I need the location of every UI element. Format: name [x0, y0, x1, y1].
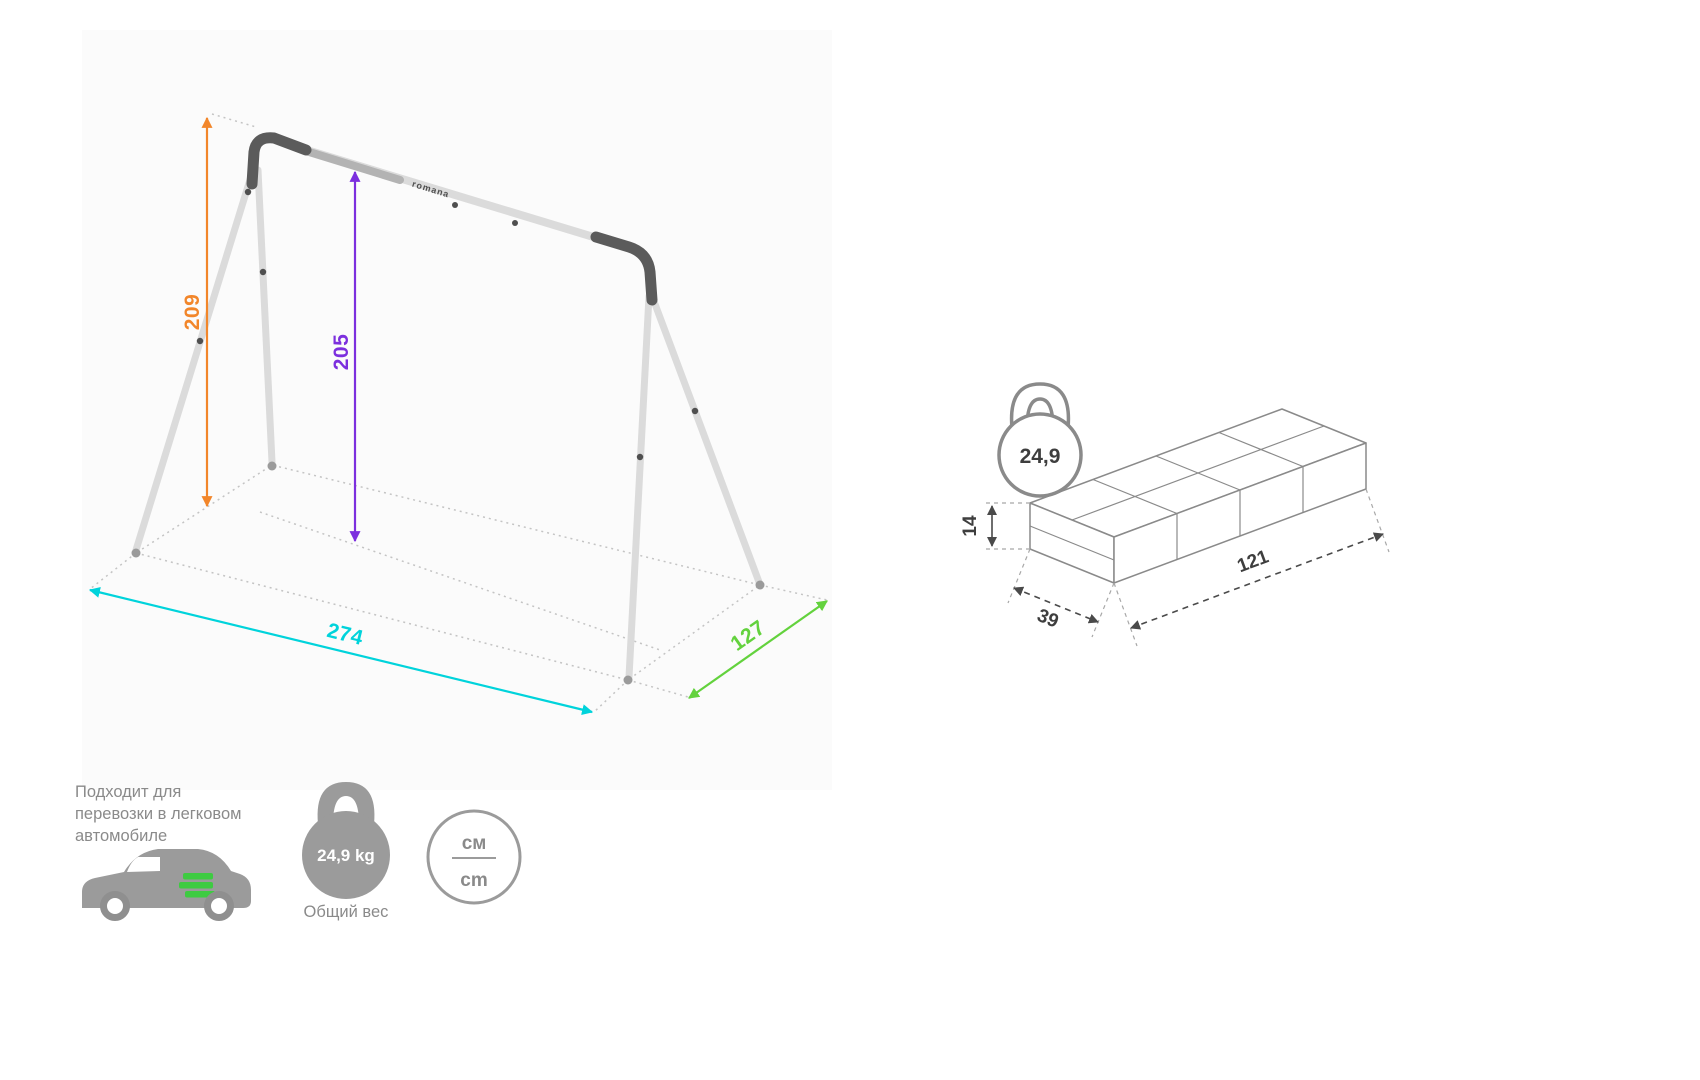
foot-right-rear: [755, 580, 765, 590]
transport-note: Подходит для перевозки в легковом автомо…: [75, 783, 241, 845]
units-ru: см: [462, 833, 487, 854]
package-height-label: 14: [960, 515, 981, 537]
bolt: [636, 453, 644, 461]
end-mid-division: [1029, 525, 1115, 561]
car-cargo-boxes: [179, 873, 215, 898]
bolt: [196, 337, 204, 345]
dimension-height-total: 209: [181, 116, 213, 508]
frame-top-bar-dark-segment: [302, 147, 404, 184]
package-extension-lines: [984, 488, 1390, 647]
units-en: cm: [460, 870, 487, 891]
package-width-label: 39: [1034, 605, 1061, 632]
foot-right-front: [623, 675, 633, 685]
ground-centerline: [259, 511, 661, 651]
ext-length-near: [1113, 582, 1138, 647]
car-icon: [82, 849, 251, 921]
package-diagram: 121 39 14 24,9: [960, 382, 1390, 647]
package-dimension-lines: [987, 505, 1384, 630]
frame-leg-right-rear: [648, 292, 763, 586]
kettlebell-body-icon: [302, 811, 390, 899]
transport-note-line-3: автомобиле: [75, 827, 167, 845]
frame-corner-left: [246, 132, 312, 190]
extension-left-front: [89, 552, 137, 590]
car-wheel-rear: [204, 891, 234, 921]
frame-feet: [131, 461, 765, 685]
package-length-line: [1130, 532, 1384, 630]
swing-hook-1: [452, 202, 458, 208]
total-weight-caption: Общий вес: [304, 903, 389, 921]
foot-left-rear: [267, 461, 277, 471]
package-width-line: [1013, 586, 1099, 624]
total-weight-kettlebell: 24,9 kg Общий вес: [302, 782, 390, 921]
ext-length-far: [1365, 488, 1390, 553]
package-weight-value: 24,9: [1020, 445, 1061, 468]
swing-hook-2: [512, 220, 518, 226]
ext-width-near: [1007, 548, 1031, 604]
frame-bolts: [196, 188, 699, 461]
package-weight-kettlebell: 24,9: [997, 382, 1083, 498]
bolt: [244, 188, 252, 196]
kettlebell-body-icon: [997, 412, 1083, 498]
bolt: [259, 268, 267, 276]
foot-left-front: [131, 548, 141, 558]
extension-right-front: [593, 679, 629, 713]
car-window: [127, 857, 160, 872]
cargo-box: [183, 873, 213, 880]
frame-leg-left-front: [132, 166, 257, 554]
frame-leg-right-front: [625, 292, 653, 681]
car-wheel-front: [100, 891, 130, 921]
cargo-box: [179, 882, 213, 889]
transport-note-line-2: перевозки в легковом: [75, 805, 241, 823]
transport-note-line-1: Подходит для: [75, 783, 181, 801]
dimension-height-total-label: 209: [181, 294, 204, 331]
frame-corner-right: [590, 231, 658, 306]
ext-width-far: [1091, 582, 1115, 638]
frame-leg-left-rear: [254, 166, 276, 466]
dimension-bar-height: 205: [330, 170, 361, 543]
dimension-depth-line: [688, 600, 828, 699]
dimension-width-line: [88, 586, 594, 716]
swing-frame: romana: [131, 132, 765, 685]
extension-depth-near: [627, 679, 689, 698]
ground-guide-lines: [89, 113, 828, 713]
dimension-bar-height-label: 205: [330, 334, 353, 371]
footer: Подходит для перевозки в легковом автомо…: [75, 782, 522, 921]
cargo-box: [185, 891, 215, 898]
total-weight-value: 24,9 kg: [317, 846, 375, 865]
package-length-label: 121: [1235, 546, 1272, 577]
units-badge: см cm: [426, 809, 522, 905]
bolt: [691, 407, 699, 415]
extension-height-top: [211, 113, 257, 128]
top-mid-division: [1071, 425, 1325, 521]
